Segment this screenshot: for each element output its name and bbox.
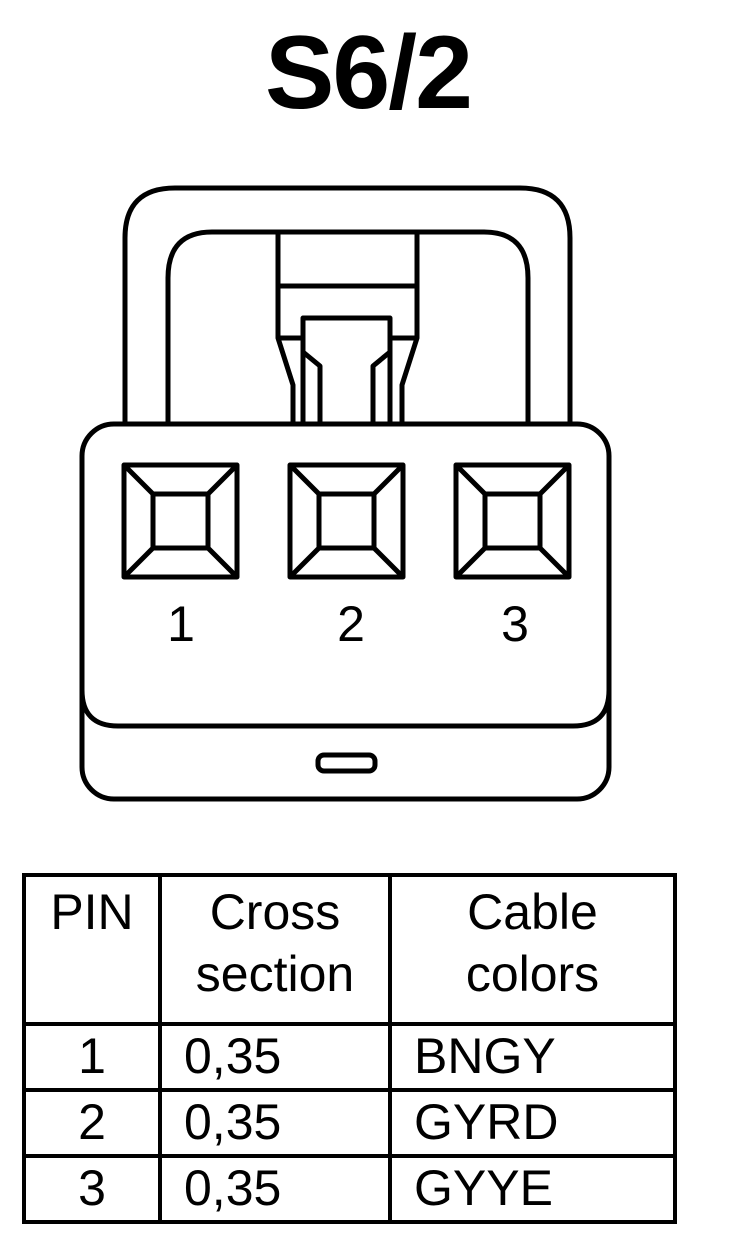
pin-label-1: 1 [167, 596, 195, 652]
pin-cavity-3 [453, 462, 572, 580]
table-row: 1 0,35 BNGY [22, 1022, 677, 1092]
pin-cavity-2 [287, 462, 406, 580]
latch-tab [275, 232, 420, 425]
row-cross-section: 0,35 [158, 1022, 392, 1092]
latch-inner [165, 229, 531, 425]
pin-assignment-table: PIN Cross section Cable colors 1 0,35 BN… [22, 873, 677, 1224]
connector-title: S6/2 [265, 15, 473, 131]
latch-tongue [300, 315, 393, 425]
row-pin: 1 [22, 1022, 162, 1092]
pin-label-3: 3 [501, 596, 529, 652]
table-row: 2 0,35 GYRD [22, 1088, 677, 1158]
row-pin: 3 [22, 1154, 162, 1224]
row-pin: 2 [22, 1088, 162, 1158]
header-pin: PIN [22, 873, 162, 1026]
pin-label-2: 2 [337, 596, 365, 652]
table-row: 3 0,35 GYYE [22, 1154, 677, 1224]
pin-cavity-1 [121, 462, 240, 580]
header-cross-section: Cross section [158, 873, 392, 1026]
row-cable-color: GYYE [388, 1154, 677, 1224]
latch-outer [122, 185, 573, 425]
body-ledge [79, 689, 612, 729]
header-colors-line2: colors [465, 946, 600, 1002]
header-pin-label: PIN [50, 884, 134, 940]
keying-slot [315, 752, 378, 774]
row-cross-section: 0,35 [158, 1088, 392, 1158]
table-header-row: PIN Cross section Cable colors [22, 873, 677, 1026]
connector-body [79, 421, 612, 802]
row-cable-color: GYRD [388, 1088, 677, 1158]
connector-diagram: 1 2 3 [79, 185, 612, 802]
header-cable-colors: Cable colors [388, 873, 677, 1026]
header-cross-line1: Cross [209, 884, 341, 940]
row-cross-section: 0,35 [158, 1154, 392, 1224]
header-colors-line1: Cable [467, 884, 598, 940]
header-cross-line2: section [195, 946, 355, 1002]
row-cable-color: BNGY [388, 1022, 677, 1092]
